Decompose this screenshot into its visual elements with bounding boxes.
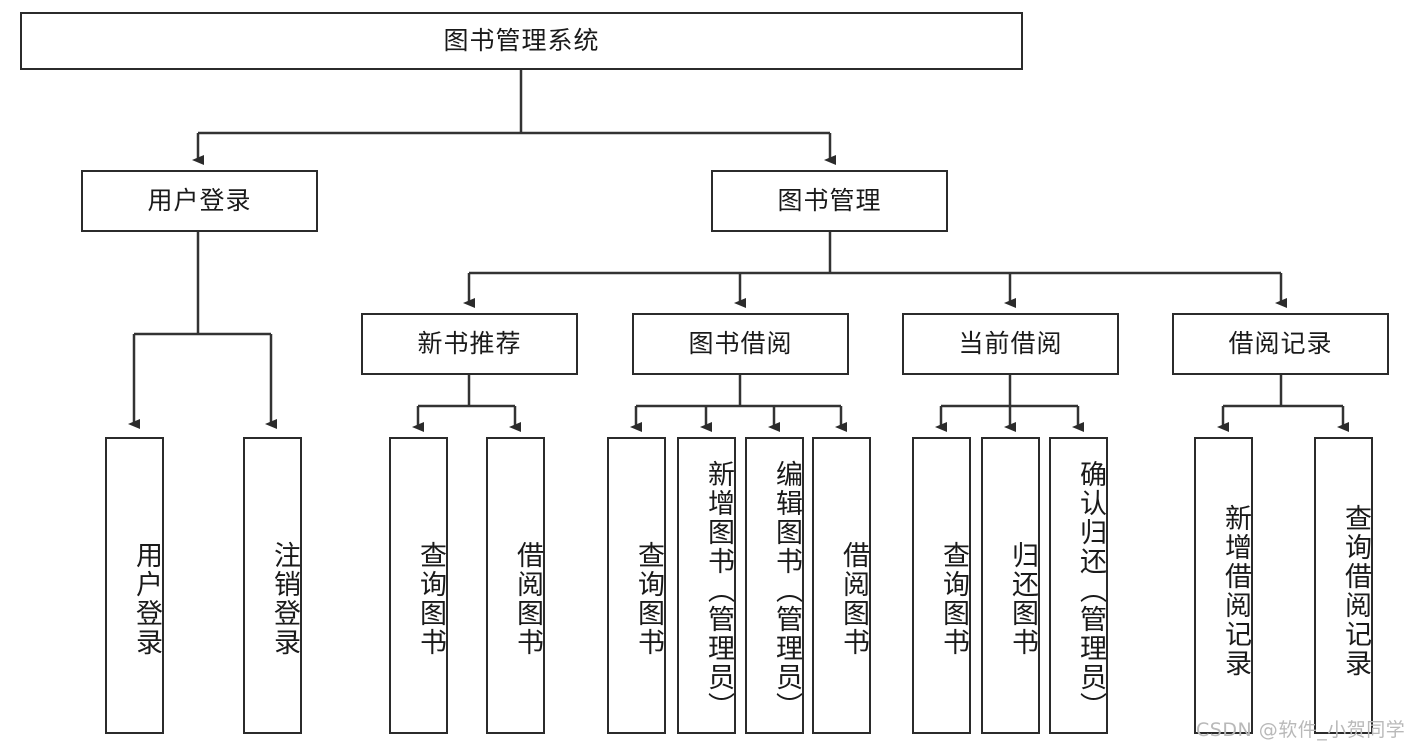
node-label: 用户登录 <box>147 186 252 215</box>
node-book-management[interactable]: 图书管理 <box>711 170 948 232</box>
node-label: 图书管理系统 <box>443 26 600 55</box>
leaf-add-borrow-record[interactable]: 新增借阅记录 <box>1194 437 1253 734</box>
leaf-confirm-return-admin[interactable]: 确认归还（管理员） <box>1049 437 1108 734</box>
leaf-query-book-current[interactable]: 查询图书 <box>912 437 971 734</box>
node-label: 查询图书 <box>938 540 969 657</box>
node-label: 借阅图书 <box>512 540 543 657</box>
node-label: 新增图书（管理员） <box>703 460 734 721</box>
node-book-borrow[interactable]: 图书借阅 <box>632 313 849 375</box>
node-user-login[interactable]: 用户登录 <box>81 170 318 232</box>
node-label: 归还图书 <box>1007 540 1038 657</box>
leaf-query-book-borrow[interactable]: 查询图书 <box>607 437 666 734</box>
node-label: 查询图书 <box>633 540 664 657</box>
leaf-return-book[interactable]: 归还图书 <box>981 437 1040 734</box>
leaf-query-borrow-record[interactable]: 查询借阅记录 <box>1314 437 1373 734</box>
leaf-logout-login[interactable]: 注销登录 <box>243 437 302 734</box>
node-label: 编辑图书（管理员） <box>771 460 802 721</box>
node-label: 查询借阅记录 <box>1340 503 1371 678</box>
node-label: 确认归还（管理员） <box>1075 460 1106 721</box>
node-label: 借阅图书 <box>838 540 869 657</box>
node-label: 查询图书 <box>415 540 446 657</box>
leaf-edit-book-admin[interactable]: 编辑图书（管理员） <box>745 437 804 734</box>
node-borrow-record[interactable]: 借阅记录 <box>1172 313 1389 375</box>
leaf-query-book-recommend[interactable]: 查询图书 <box>389 437 448 734</box>
node-label: 图书借阅 <box>688 329 793 358</box>
leaf-borrow-book-recommend[interactable]: 借阅图书 <box>486 437 545 734</box>
node-label: 图书管理 <box>777 186 882 215</box>
node-new-book-recommend[interactable]: 新书推荐 <box>361 313 578 375</box>
node-label: 借阅记录 <box>1228 329 1333 358</box>
leaf-add-book-admin[interactable]: 新增图书（管理员） <box>677 437 736 734</box>
leaf-borrow-book[interactable]: 借阅图书 <box>812 437 871 734</box>
node-label: 新书推荐 <box>417 329 522 358</box>
leaf-user-login[interactable]: 用户登录 <box>105 437 164 734</box>
node-label: 当前借阅 <box>958 329 1063 358</box>
node-current-borrow[interactable]: 当前借阅 <box>902 313 1119 375</box>
node-label: 注销登录 <box>269 540 300 657</box>
csdn-watermark: CSDN @软件_小贺同学 <box>1196 719 1405 741</box>
node-root-system[interactable]: 图书管理系统 <box>20 12 1023 70</box>
node-label: 用户登录 <box>131 540 162 657</box>
node-label: 新增借阅记录 <box>1220 503 1251 678</box>
